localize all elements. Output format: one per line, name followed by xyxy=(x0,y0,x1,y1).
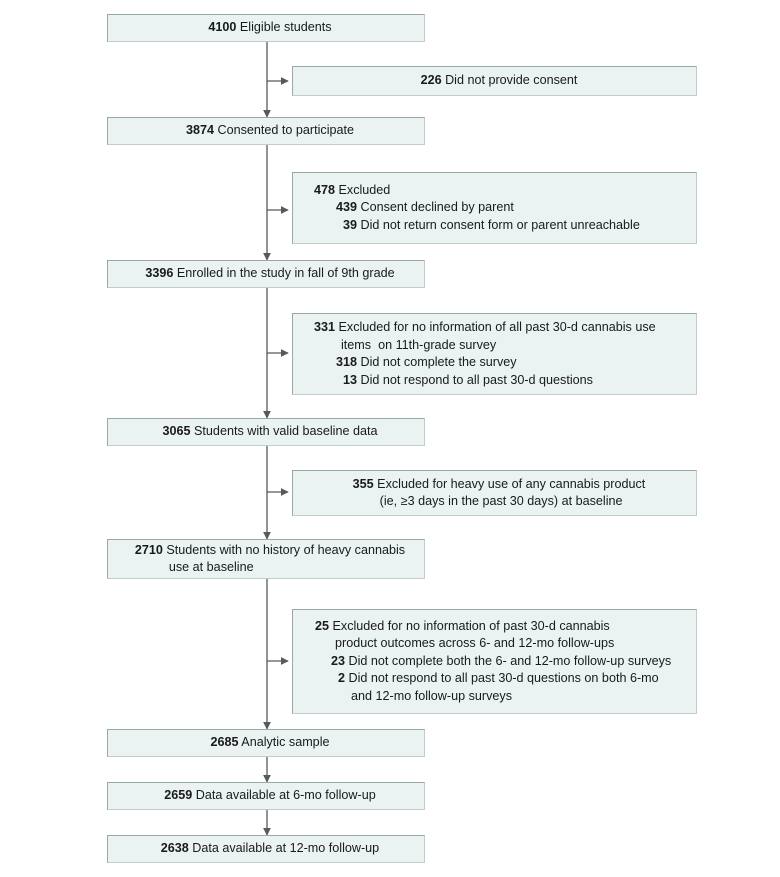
node-line: 23 Did not complete both the 6- and 12-m… xyxy=(299,653,671,671)
node-text: Data available at 12-mo follow-up xyxy=(192,841,380,856)
node-count: 226 xyxy=(420,73,442,88)
node-consented: 3874 Consented to participate xyxy=(107,117,425,145)
node-text: Excluded xyxy=(338,182,391,197)
node-text: Excluded for no information of past 30-d… xyxy=(332,618,610,633)
node-line: 2710 Students with no history of heavy c… xyxy=(127,542,405,577)
node-excluded-no-followup-info-lines: 25 Excluded for no information of past 3… xyxy=(299,618,671,706)
node-no-heavy-history-lines: 2710 Students with no history of heavy c… xyxy=(127,542,405,577)
node-line: 226 Did not provide consent xyxy=(412,72,578,90)
node-analytic-sample-lines: 2685 Analytic sample xyxy=(202,734,329,752)
node-text: Did not complete both the 6- and 12-mo f… xyxy=(348,653,672,668)
node-text-continued: (ie, ≥3 days in the past 30 days) at bas… xyxy=(379,494,623,508)
node-text: Enrolled in the study in fall of 9th gra… xyxy=(176,266,395,281)
node-data-6mo: 2659 Data available at 6-mo follow-up xyxy=(107,782,425,810)
node-text-continued: product outcomes across 6- and 12-mo fol… xyxy=(335,636,615,651)
node-line: 2638 Data available at 12-mo follow-up xyxy=(153,840,379,858)
node-count: 331 xyxy=(313,320,335,334)
node-text: Students with no history of heavy cannab… xyxy=(166,542,406,557)
node-data-12mo-lines: 2638 Data available at 12-mo follow-up xyxy=(153,840,379,858)
node-data-6mo-lines: 2659 Data available at 6-mo follow-up xyxy=(156,787,375,805)
node-line: 3874 Consented to participate xyxy=(178,122,354,140)
node-line: 2685 Analytic sample xyxy=(202,734,329,752)
node-line: 3065 Students with valid baseline data xyxy=(155,423,378,441)
node-consented-lines: 3874 Consented to participate xyxy=(178,122,354,140)
node-text: Did not respond to all past 30-d questio… xyxy=(348,671,659,686)
node-count: 2685 xyxy=(210,735,239,750)
node-count: 355 xyxy=(352,476,374,491)
node-text-continued: use at baseline xyxy=(168,560,254,574)
node-text: Excluded for heavy use of any cannabis p… xyxy=(377,476,646,491)
node-text: Eligible students xyxy=(239,20,332,35)
node-count: 13 xyxy=(342,372,357,387)
node-excluded-consent-lines: 478 Excluded 439 Consent declined by par… xyxy=(305,182,640,235)
node-line: 4100 Eligible students xyxy=(200,19,331,37)
node-text: Did not return consent form or parent un… xyxy=(360,217,640,232)
node-text: Did not respond to all past 30-d questio… xyxy=(360,372,593,387)
node-analytic-sample: 2685 Analytic sample xyxy=(107,729,425,757)
node-text: Did not provide consent xyxy=(445,73,578,88)
node-excluded-heavy-use-lines: 355 Excluded for heavy use of any cannab… xyxy=(344,476,646,511)
node-count: 439 xyxy=(335,200,357,215)
node-count: 2 xyxy=(337,671,345,686)
node-line: 2659 Data available at 6-mo follow-up xyxy=(156,787,375,805)
node-count: 2638 xyxy=(160,841,189,856)
node-enrolled-lines: 3396 Enrolled in the study in fall of 9t… xyxy=(137,265,394,283)
node-text-continued: items on 11th-grade survey xyxy=(341,337,497,352)
node-line: 439 Consent declined by parent xyxy=(305,199,640,217)
node-line: 331 Excluded for no information of all p… xyxy=(305,319,656,354)
node-no-consent: 226 Did not provide consent xyxy=(292,66,697,96)
node-line: 318 Did not complete the survey xyxy=(305,354,656,372)
node-no-heavy-history: 2710 Students with no history of heavy c… xyxy=(107,539,425,579)
node-text: Consented to participate xyxy=(217,123,355,138)
node-line: 39 Did not return consent form or parent… xyxy=(305,217,640,235)
node-text: Students with valid baseline data xyxy=(194,424,378,439)
node-line: 478 Excluded xyxy=(305,182,640,200)
node-text: Consent declined by parent xyxy=(360,200,514,215)
node-count: 2659 xyxy=(164,788,193,803)
node-enrolled: 3396 Enrolled in the study in fall of 9t… xyxy=(107,260,425,288)
node-count: 39 xyxy=(342,217,357,232)
node-count: 4100 xyxy=(208,20,237,35)
node-count: 2710 xyxy=(134,542,163,557)
node-excluded-no-info-11th-lines: 331 Excluded for no information of all p… xyxy=(305,319,656,389)
node-line: 355 Excluded for heavy use of any cannab… xyxy=(344,476,646,511)
node-line: 3396 Enrolled in the study in fall of 9t… xyxy=(137,265,394,283)
node-text-continued: and 12-mo follow-up surveys xyxy=(351,688,512,703)
node-count: 3396 xyxy=(145,266,174,281)
node-line: 13 Did not respond to all past 30-d ques… xyxy=(305,372,656,390)
node-count: 25 xyxy=(314,618,329,633)
node-valid-baseline: 3065 Students with valid baseline data xyxy=(107,418,425,446)
node-text: Did not complete the survey xyxy=(360,355,517,369)
node-excluded-no-info-11th: 331 Excluded for no information of all p… xyxy=(292,313,697,395)
node-eligible-lines: 4100 Eligible students xyxy=(200,19,331,37)
node-data-12mo: 2638 Data available at 12-mo follow-up xyxy=(107,835,425,863)
node-valid-baseline-lines: 3065 Students with valid baseline data xyxy=(155,423,378,441)
node-eligible: 4100 Eligible students xyxy=(107,14,425,42)
node-excluded-no-followup-info: 25 Excluded for no information of past 3… xyxy=(292,609,697,714)
node-count: 3065 xyxy=(162,424,191,439)
node-excluded-consent: 478 Excluded 439 Consent declined by par… xyxy=(292,172,697,244)
node-count: 23 xyxy=(330,653,345,668)
node-count: 3874 xyxy=(185,123,214,138)
node-text: Data available at 6-mo follow-up xyxy=(195,788,376,803)
node-line: 2 Did not respond to all past 30-d quest… xyxy=(299,670,671,705)
node-no-consent-lines: 226 Did not provide consent xyxy=(412,72,578,90)
node-text: Analytic sample xyxy=(241,735,330,750)
node-line: 25 Excluded for no information of past 3… xyxy=(299,618,671,653)
node-count: 318 xyxy=(335,355,357,369)
node-text: Excluded for no information of all past … xyxy=(338,320,656,334)
node-excluded-heavy-use: 355 Excluded for heavy use of any cannab… xyxy=(292,470,697,516)
node-count: 478 xyxy=(313,182,335,197)
